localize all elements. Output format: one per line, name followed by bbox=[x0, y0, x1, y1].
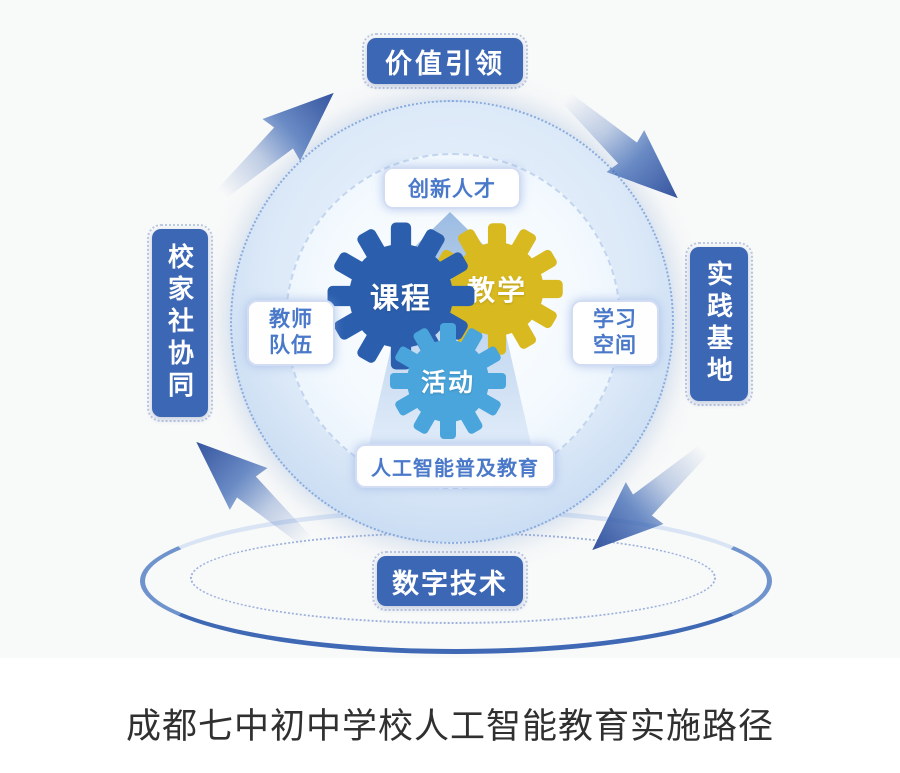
caption-background-band bbox=[0, 658, 900, 773]
pill-value-leadership: 价值引领 bbox=[362, 33, 528, 89]
pill-digital-technology: 数字技术 bbox=[372, 551, 528, 611]
chip-teacher-team-line2: 队伍 bbox=[269, 334, 313, 357]
chip-learning-space-line2: 空间 bbox=[593, 334, 637, 357]
gear-icon bbox=[390, 323, 506, 439]
gear-activity: 活动 bbox=[388, 321, 508, 441]
chip-learning-space: 学习 空间 bbox=[571, 300, 659, 366]
pill-practice-base: 实践基地 bbox=[685, 242, 753, 406]
gear-curriculum-label: 课程 bbox=[369, 283, 432, 315]
chip-ai-universal-education: 人工智能普及教育 bbox=[355, 444, 555, 488]
figure-caption: 成都七中初中学校人工智能教育实施路径 bbox=[125, 707, 774, 746]
chip-innovative-talent: 创新人才 bbox=[383, 167, 521, 209]
chip-teacher-team: 教师 队伍 bbox=[247, 300, 335, 366]
pill-school-family-society: 校家社协同 bbox=[147, 224, 213, 422]
chip-teacher-team-line1: 教师 bbox=[269, 307, 313, 331]
gear-activity-label: 活动 bbox=[420, 369, 475, 397]
chip-learning-space-line1: 学习 bbox=[593, 307, 637, 331]
gear-teaching-label: 教学 bbox=[466, 275, 527, 306]
